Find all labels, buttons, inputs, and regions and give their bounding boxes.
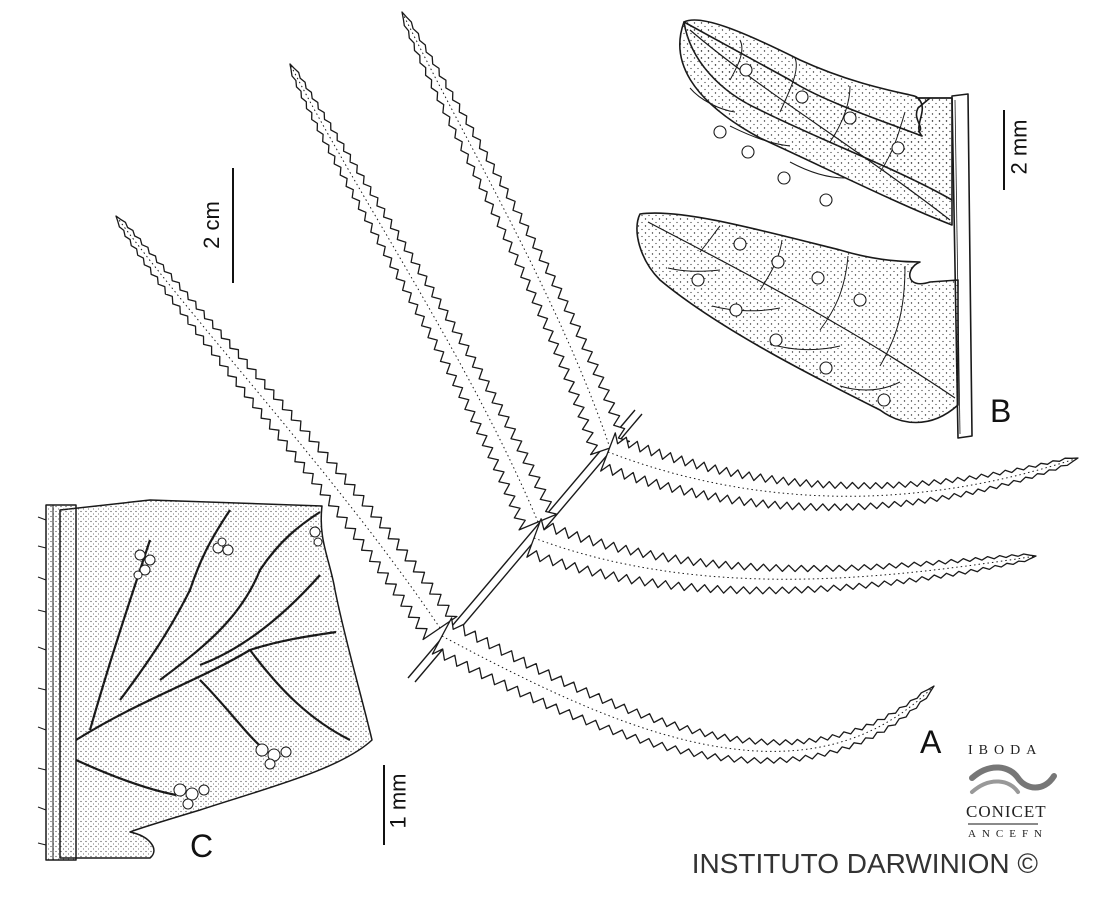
scale-label-1mm: 1 mm xyxy=(385,773,411,829)
figure-label-b: B xyxy=(990,393,1012,429)
pinnae-group xyxy=(115,11,1079,764)
pinna-upper-left xyxy=(401,11,631,456)
pinna-middle-left xyxy=(289,63,558,531)
segment-detail-illustration xyxy=(37,499,373,861)
scale-bars xyxy=(232,110,1005,845)
credit-text: INSTITUTO DARWINION © xyxy=(691,848,1038,879)
scale-label-2cm: 2 cm xyxy=(198,201,224,249)
pinna-detail-illustration xyxy=(636,19,973,439)
figure-label-a: A xyxy=(920,724,942,760)
pinna-lower-right xyxy=(431,617,935,764)
pinna-middle-right xyxy=(526,518,1037,595)
frond-illustration xyxy=(115,11,1079,764)
stem-hairs xyxy=(37,516,47,846)
pinna-lower-left xyxy=(115,215,458,641)
logo-line-iboda: IBODA xyxy=(968,743,1043,758)
scale-label-2mm: 2 mm xyxy=(1006,119,1032,175)
pinna-lower-left-costa xyxy=(115,215,441,629)
logo-line-ancefn: ANCEFN xyxy=(968,828,1049,840)
pinna-upper-left-costa xyxy=(401,11,611,449)
conicet-logo-icon xyxy=(969,764,1057,794)
figure-label-c: C xyxy=(190,828,214,864)
pinna-middle-left-costa xyxy=(289,63,539,523)
pinna-upper-right xyxy=(600,432,1079,512)
logo-line-conicet: CONICET xyxy=(966,802,1047,821)
